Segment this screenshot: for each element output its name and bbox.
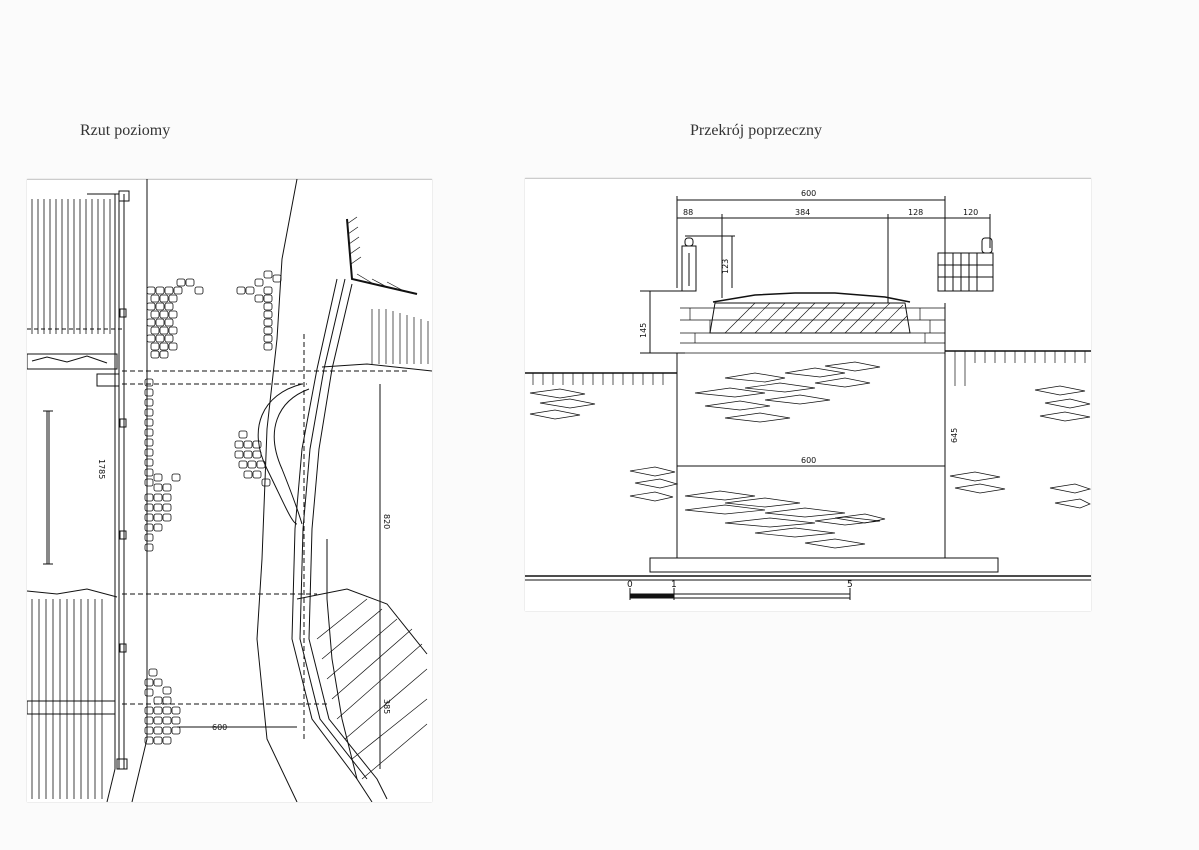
section-dim-railing-label: 123 — [721, 259, 730, 274]
plan-pier-top — [118, 190, 130, 202]
section-dim-arch-label: 145 — [639, 323, 648, 338]
plan-hatch-right-top — [371, 309, 429, 364]
section-water-stones-center-bottom — [684, 490, 886, 549]
plan-dim-lower-label: 385 — [382, 699, 391, 714]
plan-arch-curve-outer — [257, 383, 303, 525]
section-drawing: 600 88 384 128 120 123 145 645 600 0 1 5 — [525, 178, 1091, 611]
section-dim-right-inner-label: 128 — [908, 208, 923, 217]
plan-bridge-diagonal-b — [299, 278, 368, 780]
plan-hatch-top-left — [31, 199, 111, 334]
section-dim-right-outer-label: 120 — [963, 208, 978, 217]
plan-dim-width-label: 600 — [212, 723, 227, 732]
plan-bridge-diagonal-a — [291, 278, 358, 780]
section-ground-ticks-left — [532, 373, 664, 385]
plan-stone-band-bottom — [27, 700, 116, 715]
section-water-stones-left — [529, 388, 679, 502]
section-dim-mid-label: 384 — [795, 208, 810, 217]
section-water-stones-right — [949, 385, 1091, 509]
plan-abutment-left — [96, 373, 120, 387]
plan-stone-texture-1 — [31, 355, 108, 364]
plan-stone-band-right — [321, 363, 432, 372]
plan-cobbles-1 — [146, 278, 204, 359]
section-dim-left-label: 88 — [683, 208, 693, 217]
plan-river-left-bank — [256, 179, 298, 802]
plan-road-edge-b — [106, 768, 116, 802]
plan-dim-total-label: 1785 — [97, 459, 106, 479]
plan-wall-top-right — [346, 218, 418, 295]
section-dim-span-label: 600 — [801, 456, 816, 465]
section-deck-top — [712, 292, 911, 303]
plan-hatch-wall — [346, 216, 403, 291]
plan-cobbles-5 — [144, 668, 181, 745]
section-railing-right — [937, 237, 994, 292]
section-foundation — [649, 557, 999, 573]
plan-svg: 600 1785 820 385 — [27, 179, 432, 802]
plan-road-edge — [131, 179, 148, 802]
section-railing-left — [681, 237, 697, 292]
plan-cobbles-2 — [236, 270, 282, 351]
section-masonry-upper — [680, 307, 945, 354]
plan-bridge-diagonal-c — [308, 283, 388, 800]
plan-hatch-lower-right — [316, 598, 428, 780]
plan-cobbles-3 — [144, 378, 181, 552]
plan-post-4 — [119, 643, 127, 653]
plan-bank-lower-left — [27, 588, 118, 598]
section-dim-height-label: 645 — [950, 428, 959, 443]
section-scale-0: 0 — [627, 580, 633, 590]
plan-dim-right-label: 820 — [382, 514, 391, 529]
plan-drawing: 600 1785 820 385 — [27, 179, 432, 802]
section-scale-5: 5 — [847, 580, 853, 590]
section-view-title: Przekrój poprzeczny — [690, 122, 822, 139]
plan-river-right-a — [326, 539, 373, 802]
section-ground-ticks-right — [954, 351, 1086, 386]
plan-hatch-lower-left — [31, 599, 103, 799]
section-dim-total-label: 600 — [801, 189, 816, 198]
plan-arch-curve-inner — [273, 388, 310, 525]
section-scale-bar — [629, 588, 851, 600]
plan-view-title: Rzut poziomy — [80, 122, 171, 139]
plan-bank-lower-right — [296, 588, 428, 655]
section-svg: 600 88 384 128 120 123 145 645 600 0 1 5 — [525, 178, 1091, 600]
plan-post-1 — [119, 308, 127, 318]
plan-post-3 — [119, 530, 127, 540]
section-scale-1: 1 — [671, 580, 677, 590]
plan-post-2 — [119, 418, 127, 428]
plan-pier-bottom — [116, 758, 128, 770]
section-water-stones-center-top — [694, 361, 881, 423]
plan-stone-band-top — [27, 353, 118, 370]
